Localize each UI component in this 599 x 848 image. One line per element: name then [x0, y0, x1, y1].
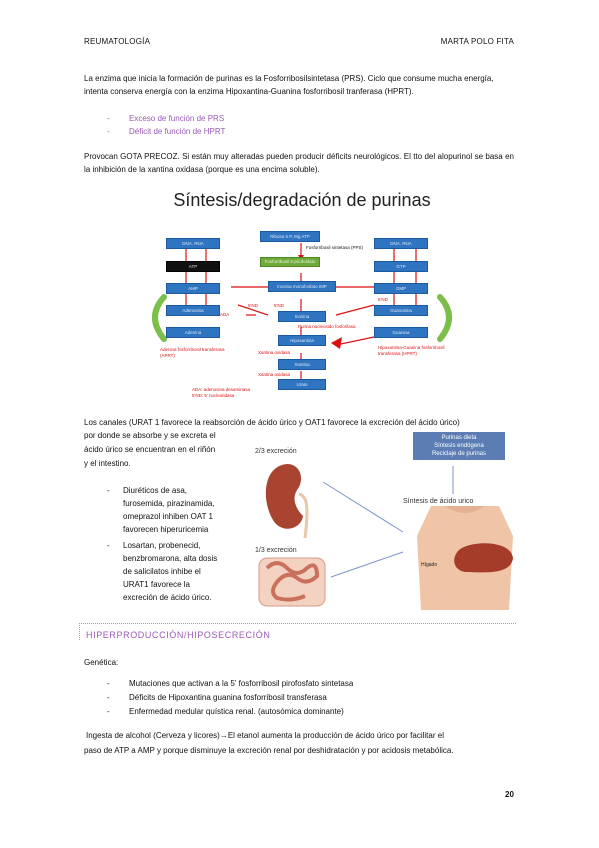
label-prs: Fosforribosil sintetasa (PPS): [306, 245, 364, 250]
label-nd2: 5'ND: [274, 303, 284, 308]
purple-bullet-2: -Déficit de función de HPRT: [107, 127, 226, 136]
label-sintesis: Síntesis de ácido urico: [403, 498, 474, 505]
box-dna-rna-left: DNA, RNA: [166, 238, 220, 249]
label-nd1: 5'ND: [248, 303, 258, 308]
purine-diagram: Síntesis/degradación de purinas: [146, 187, 458, 402]
box-inosina-mp: Inosina monofosfato IMP: [268, 281, 336, 292]
kidney-image: [265, 464, 309, 538]
box-gtp: GTP: [374, 261, 428, 272]
box-atp: ATP: [166, 261, 220, 272]
box-xantina: Xantina: [278, 359, 326, 370]
header-right: MARTA POLO FITA: [440, 37, 514, 46]
figure-arrows: [322, 466, 454, 578]
box-gmp: GMP: [374, 283, 428, 294]
alcohol-line-2: paso de ATP a AMP y porque disminuye la …: [84, 746, 454, 755]
canales-line-2: ácido úrico se encuentran en el riñón: [84, 445, 216, 454]
gota-paragraph: Provocan GOTA PRECOZ. Si están muy alter…: [84, 152, 514, 174]
genetica-bullet-2: -Déficits de Hipoxantina guanina fosforr…: [107, 693, 327, 702]
genetica-label: Genética:: [84, 658, 119, 667]
box-adenina: Adenina: [166, 327, 220, 338]
legend-nd: 5'ND: 5' nucleotidasa: [192, 393, 235, 398]
label-ada: ADA: [220, 312, 230, 317]
diagram-arrows: [152, 243, 452, 379]
canales-line-3: y el intestino.: [84, 459, 131, 468]
section-title: HIPERPRODUCCIÓN/HIPOSECRECIÓN: [86, 630, 271, 640]
canales-paragraph: Los canales (URAT 1 favorece la reabsorc…: [84, 418, 460, 427]
label-hprt: Hipoxantina-Guanina fosforribosil transf…: [378, 345, 445, 356]
torso-image: [417, 506, 513, 610]
box-fosforribosil: Fosforribosil 5-pirofosfato: [260, 257, 320, 267]
label-aprt: Adenina fosforribosil transferasa (APRT): [160, 347, 225, 358]
box-guanina: Guanina: [374, 327, 428, 338]
label-pnp: Purina nucleosido fosforilasa: [298, 324, 356, 329]
legend-ada: ADA: adenosina desaminasa: [192, 387, 251, 392]
alcohol-line-1: Ingesta de alcohol (Cerveza y licores)→E…: [86, 731, 444, 740]
section-header: HIPERPRODUCCIÓN/HIPOSECRECIÓN: [79, 623, 516, 640]
box-hipoxantina: Hipoxantina: [278, 335, 326, 346]
page-number: 20: [505, 790, 514, 799]
label-xo1: Xantina oxidasa: [258, 350, 291, 355]
uric-acid-figure: 2/3 excreción 1/3 excreción Purinas diet…: [253, 432, 530, 610]
genetica-bullet-3: -Enfermedad medular quística renal. (aut…: [107, 707, 344, 716]
drug-bullet-1: - Diuréticos de asa,furosemida, pirazina…: [107, 486, 215, 534]
label-xo2: Xantina oxidasa: [258, 372, 291, 377]
label-exc23: 2/3 excreción: [255, 448, 297, 455]
box-adenosina: Adenosina: [166, 305, 220, 316]
box-amp: AMP: [166, 283, 220, 294]
drug-bullet-2: - Losartan, probenecid,benzbromarona, al…: [107, 541, 218, 602]
diagram-title: Síntesis/degradación de purinas: [173, 190, 431, 210]
intro-paragraph: La enzima que inicia la formación de pur…: [84, 74, 494, 96]
label-exc13: 1/3 excreción: [255, 547, 297, 554]
label-higado: Hígado: [421, 562, 438, 568]
box-inosina: Inosina: [278, 311, 326, 322]
genetica-bullet-1: -Mutaciones que activan a la 5' fosforri…: [107, 679, 354, 688]
label-nd3: 5'ND: [378, 297, 388, 302]
box-dna-rna-right: DNA, RNA: [374, 238, 428, 249]
box-ribosa: Ribosa 5 P, Mg ATP: [260, 231, 320, 242]
purple-bullet-1: -Exceso de función de PRS: [107, 114, 225, 123]
intestine-image: [258, 557, 326, 607]
canales-line-1: por donde se absorbe y se excreta el: [84, 431, 216, 440]
box-guanosina: Guanosina: [374, 305, 428, 316]
header-left: REUMATOLOGÍA: [84, 37, 151, 46]
box-urato: Urato: [278, 379, 326, 390]
